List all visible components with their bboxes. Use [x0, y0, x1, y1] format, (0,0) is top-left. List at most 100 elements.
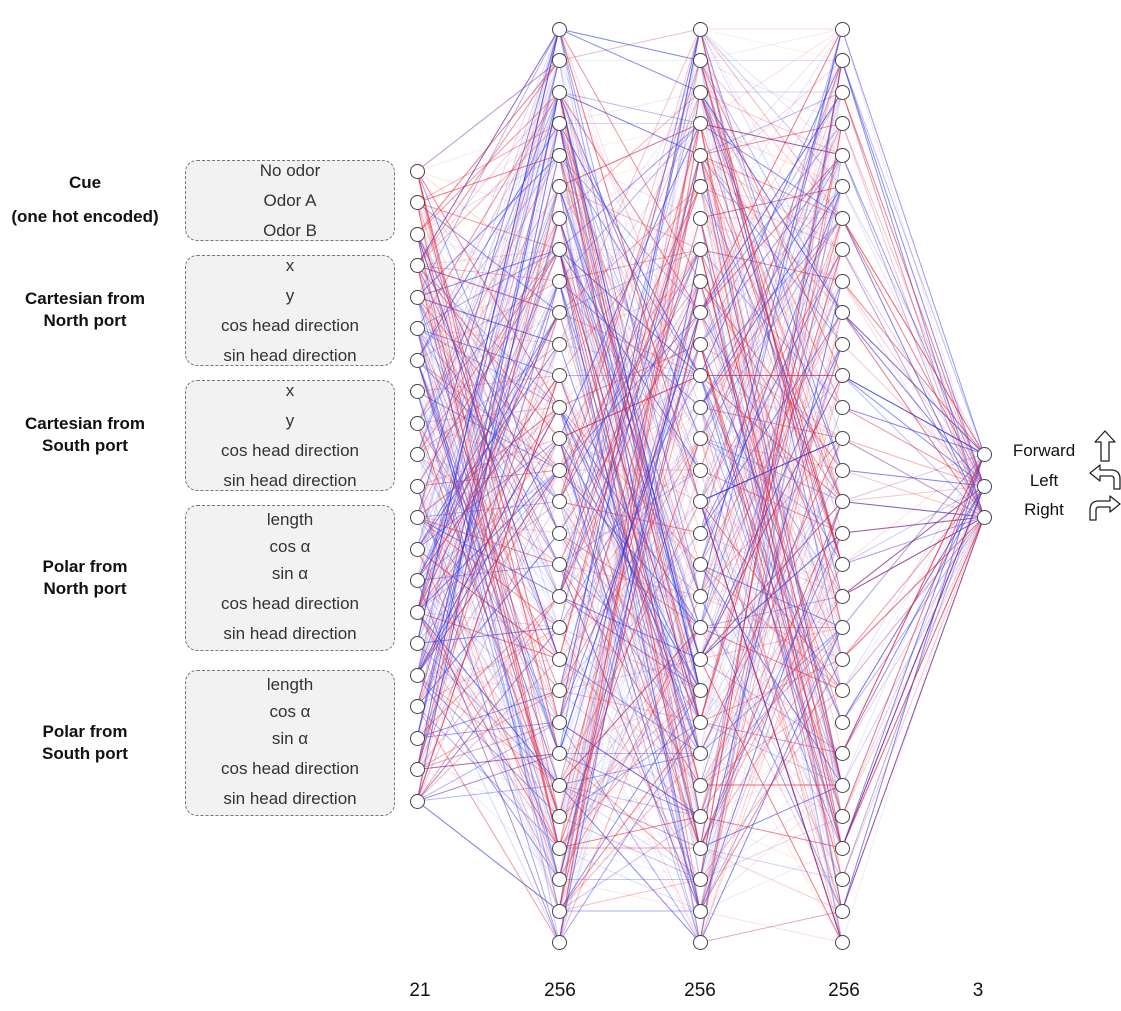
weight-edge	[558, 186, 701, 534]
weight-edge	[416, 769, 560, 817]
weight-edge	[416, 265, 560, 313]
weight-edge	[558, 186, 701, 565]
weight-edge	[558, 123, 701, 880]
weight-edge	[558, 280, 701, 345]
weight-edge	[558, 91, 701, 723]
weight-edge	[699, 154, 843, 345]
weight-edge	[558, 28, 701, 502]
weight-edge	[558, 217, 701, 691]
weight-edge	[416, 202, 560, 345]
weight-edge	[558, 469, 701, 534]
weight-edge	[699, 312, 843, 912]
weight-edge	[699, 28, 843, 471]
weight-edge	[699, 123, 843, 439]
hidden2-node	[692, 809, 708, 824]
weight-edge	[416, 438, 560, 550]
weight-edge	[416, 422, 560, 660]
weight-edge	[416, 501, 560, 739]
weight-edge	[558, 721, 701, 912]
weight-edge	[416, 627, 560, 707]
weight-edge	[699, 501, 843, 597]
weight-edge	[699, 438, 843, 471]
weight-edge	[699, 406, 843, 597]
input-label-cs-cos-hd: cos head direction	[221, 441, 359, 460]
weight-edge	[416, 249, 560, 487]
weight-edge	[558, 123, 701, 660]
hidden3-node	[834, 651, 850, 667]
input-node	[409, 447, 425, 462]
weight-edge	[558, 186, 701, 313]
weight-edge	[699, 60, 843, 219]
weight-edge	[416, 91, 560, 518]
weight-edge	[416, 454, 560, 849]
hidden3-node	[834, 462, 850, 478]
weight-edge	[558, 784, 701, 912]
weight-edge	[416, 438, 560, 707]
hidden2-node	[692, 179, 708, 194]
hidden1-node	[551, 714, 567, 730]
weight-edge	[558, 532, 701, 691]
weight-edge	[558, 847, 701, 912]
weight-edge	[699, 753, 843, 880]
weight-edge	[558, 312, 701, 912]
weight-edge	[699, 60, 843, 534]
weight-edge	[558, 60, 701, 376]
weight-edge	[699, 910, 843, 943]
weight-edge	[841, 217, 985, 455]
hidden2-node	[692, 872, 708, 887]
weight-edge	[699, 186, 843, 628]
weight-edge	[699, 186, 843, 408]
input-node	[409, 604, 425, 620]
weight-edge	[416, 91, 560, 235]
weight-edge	[558, 91, 701, 723]
weight-edge	[699, 217, 843, 597]
weight-edge	[841, 375, 985, 455]
weight-edge	[699, 91, 843, 156]
weight-edge	[416, 154, 560, 581]
weight-edge	[416, 123, 560, 676]
weight-edge	[841, 375, 985, 518]
weight-edge	[699, 186, 843, 723]
weight-edge	[699, 28, 843, 471]
weight-edge	[558, 249, 701, 723]
weight-edge	[699, 816, 843, 849]
weight-edge	[416, 28, 560, 518]
layer-size-hidden-3: 256	[828, 980, 860, 1001]
weight-edge	[558, 91, 701, 912]
weight-edge	[699, 438, 843, 597]
weight-edge	[558, 847, 701, 880]
weight-edge	[699, 532, 843, 786]
weight-edge	[699, 186, 843, 376]
weight-edge	[699, 91, 843, 313]
polar-north-group-box	[185, 505, 395, 651]
weight-edge	[416, 91, 560, 455]
input-label-cs-sin-hd: sin head direction	[223, 471, 357, 490]
weight-edge	[841, 485, 985, 691]
weight-edge	[416, 438, 560, 676]
weight-edge	[699, 91, 843, 565]
weight-edge	[416, 202, 560, 313]
input-node	[409, 195, 425, 210]
weight-edge	[416, 154, 560, 361]
weight-edge	[416, 296, 560, 912]
weight-edge	[416, 359, 560, 849]
weight-edge	[416, 454, 560, 565]
weight-edge	[841, 28, 985, 487]
hidden3-node	[834, 557, 850, 572]
weight-edge	[841, 501, 985, 518]
weight-edge	[558, 60, 701, 376]
weight-edge	[699, 186, 843, 219]
weight-edge	[841, 280, 985, 518]
hidden3-node	[834, 242, 850, 257]
weight-edge	[416, 548, 560, 912]
weight-edge	[558, 249, 701, 723]
weight-edge	[558, 469, 701, 849]
weight-edge	[416, 217, 560, 455]
weight-edge	[416, 233, 560, 502]
weight-edge	[699, 564, 843, 691]
weight-edge	[558, 154, 701, 786]
weight-edge	[558, 28, 701, 565]
weight-edge	[416, 28, 560, 266]
weight-edge	[558, 564, 701, 912]
input-node	[409, 352, 425, 368]
